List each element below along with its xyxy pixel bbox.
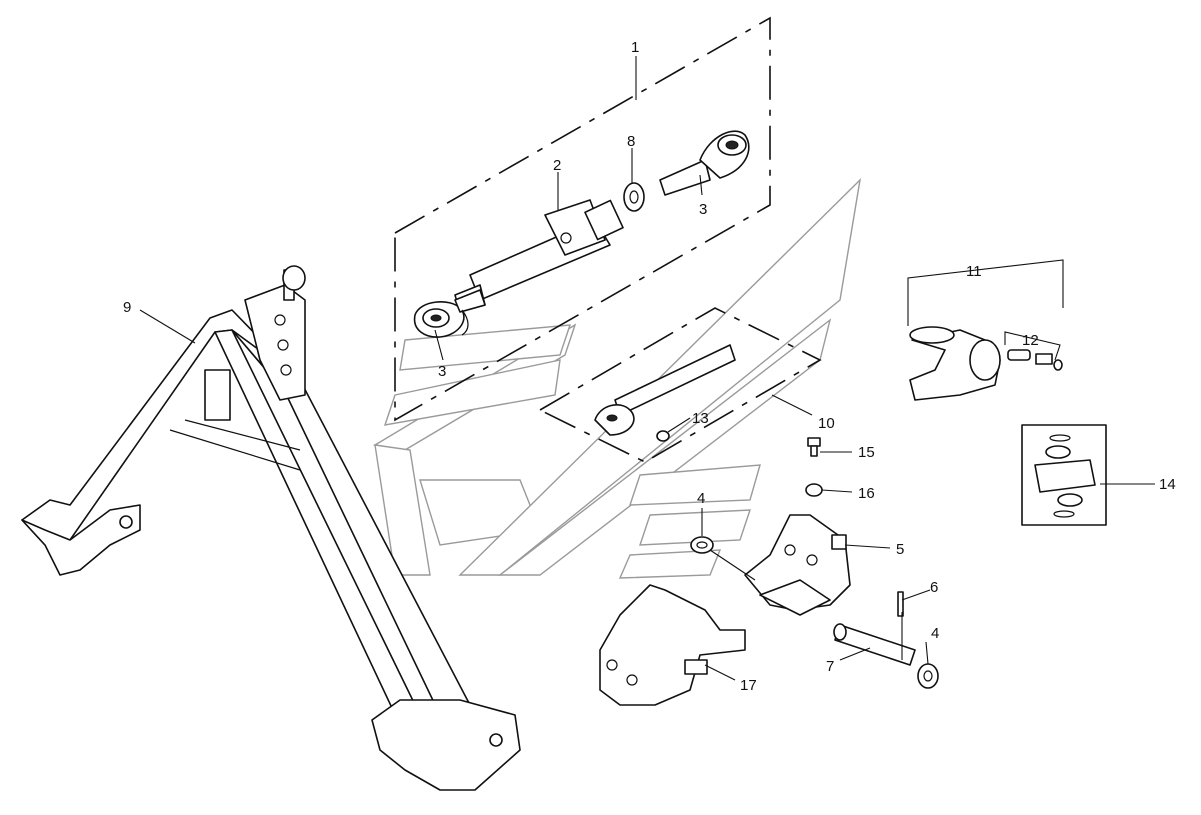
callout-labels: 1 2 3 3 4 4 5 6 7 8 9 10 11 12 13 14 15 … xyxy=(123,39,1176,694)
label-8: 8 xyxy=(627,133,635,150)
a-frame xyxy=(21,265,521,791)
label-11: 11 xyxy=(966,263,982,280)
leader-lines xyxy=(139,56,1155,681)
label-2: 2 xyxy=(553,157,561,174)
assembly-frame-1 xyxy=(394,16,771,422)
label-6: 6 xyxy=(930,579,938,596)
label-10: 10 xyxy=(818,415,835,432)
label-14: 14 xyxy=(1159,476,1176,493)
label-13: 13 xyxy=(692,410,709,427)
bolt xyxy=(807,437,821,457)
label-1: 1 xyxy=(631,39,639,56)
bracket-alt xyxy=(599,584,746,706)
assembly-frame-10 xyxy=(538,307,822,463)
label-12: 12 xyxy=(1022,332,1039,349)
label-5: 5 xyxy=(896,541,904,558)
hex-nut xyxy=(805,483,823,497)
yoke xyxy=(909,326,1063,401)
rod-end-lower xyxy=(413,289,486,338)
rod-end-upper xyxy=(659,130,750,196)
washer-upper xyxy=(690,536,714,554)
label-17: 17 xyxy=(740,677,757,694)
cross-kit-box xyxy=(1021,424,1107,526)
label-4-upper: 4 xyxy=(697,490,705,507)
washer-lower xyxy=(917,663,939,689)
pin xyxy=(833,623,916,666)
label-7: 7 xyxy=(826,658,834,675)
label-15: 15 xyxy=(858,444,875,461)
label-9: 9 xyxy=(123,299,131,316)
watermark-logo xyxy=(373,177,862,579)
label-16: 16 xyxy=(858,485,875,502)
bracket xyxy=(744,514,851,616)
label-3-lower: 3 xyxy=(438,363,446,380)
label-4-lower: 4 xyxy=(931,625,939,642)
split-pin xyxy=(897,591,904,617)
label-3-upper: 3 xyxy=(699,201,707,218)
nut xyxy=(623,182,645,212)
grease-nipple xyxy=(656,430,670,442)
